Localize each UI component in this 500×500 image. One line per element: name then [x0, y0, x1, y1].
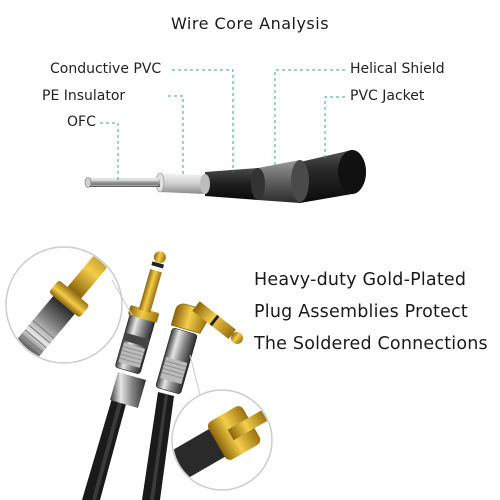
- leader-pvc-jacket: [324, 96, 345, 158]
- leader-lines: [100, 69, 345, 180]
- cable-cross-section: [84, 150, 366, 203]
- page-title: Wire Core Analysis: [170, 14, 330, 33]
- ofc-strands: [84, 177, 160, 188]
- label-pvc-jacket: PVC Jacket: [350, 88, 425, 104]
- label-conductive-pvc: Conductive PVC: [50, 61, 162, 77]
- detail-circle-straight: [5, 246, 133, 364]
- label-ofc: OFC: [67, 114, 96, 130]
- tagline-line-1: Heavy-duty Gold-Plated: [254, 270, 467, 290]
- detail-circle-right-angle: [171, 354, 273, 491]
- leader-ofc: [100, 122, 119, 180]
- tagline-line-3: The Soldered Connections: [254, 334, 488, 354]
- helical-shield-layer: [258, 160, 300, 203]
- conductive-pvc-layer: [205, 168, 258, 200]
- label-pe-insulator: PE Insulator: [42, 88, 126, 104]
- leader-conductive-pvc: [172, 69, 234, 172]
- right-angle-plug: [142, 301, 243, 500]
- leader-pe-insulator: [168, 95, 184, 176]
- label-helical-shield: Helical Shield: [350, 61, 445, 77]
- leader-helical-shield: [274, 69, 345, 165]
- pe-insulator-layer: [160, 173, 205, 194]
- straight-plug: [82, 251, 166, 500]
- tagline-line-2: Plug Assemblies Protect: [254, 302, 468, 322]
